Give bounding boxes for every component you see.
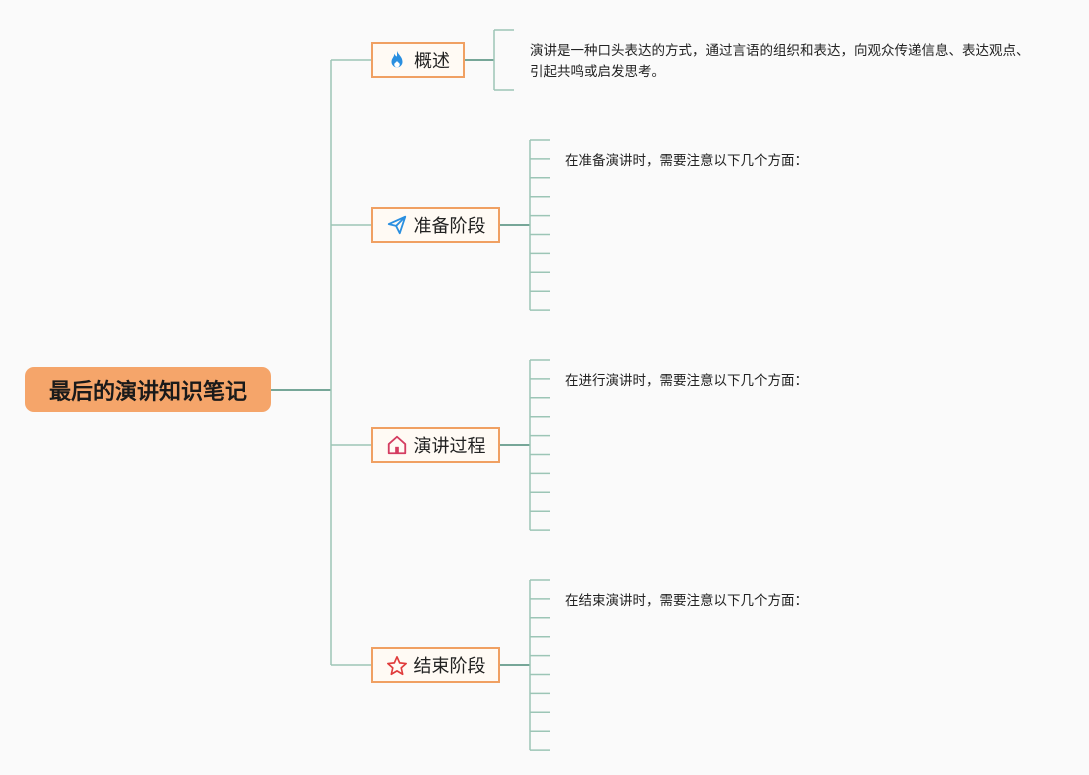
root-title: 最后的演讲知识笔记 [48,379,247,405]
branch-node-preparation[interactable]: 准备阶段 [371,207,500,243]
branch-label: 概述 [414,51,450,72]
preparation-text: 在准备演讲时，需要注意以下几个方面： [565,153,808,169]
branch-2-leaf-lines [500,139,550,311]
branch-label: 演讲过程 [413,436,486,457]
branch-label: 准备阶段 [413,216,486,237]
paper-plane-icon [386,214,408,236]
branch-label: 结束阶段 [413,656,486,677]
overview-text: 演讲是一种口头表达的方式，通过言语的组织和表达，向观众传递信息、表达观点、引起共… [530,43,1030,80]
root-node[interactable]: 最后的演讲知识笔记 [25,367,271,412]
star-icon [386,654,408,676]
flame-icon [386,49,408,71]
branch-node-overview[interactable]: 概述 [371,42,465,78]
branch-node-closing[interactable]: 结束阶段 [371,647,500,683]
closing-text: 在结束演讲时，需要注意以下几个方面： [565,593,808,609]
branch-node-speech-process[interactable]: 演讲过程 [371,427,500,463]
branch-4-leaf-lines [500,579,550,751]
house-icon [386,434,408,456]
speech-process-text: 在进行演讲时，需要注意以下几个方面： [565,373,808,389]
branch-3-leaf-lines [500,359,550,531]
